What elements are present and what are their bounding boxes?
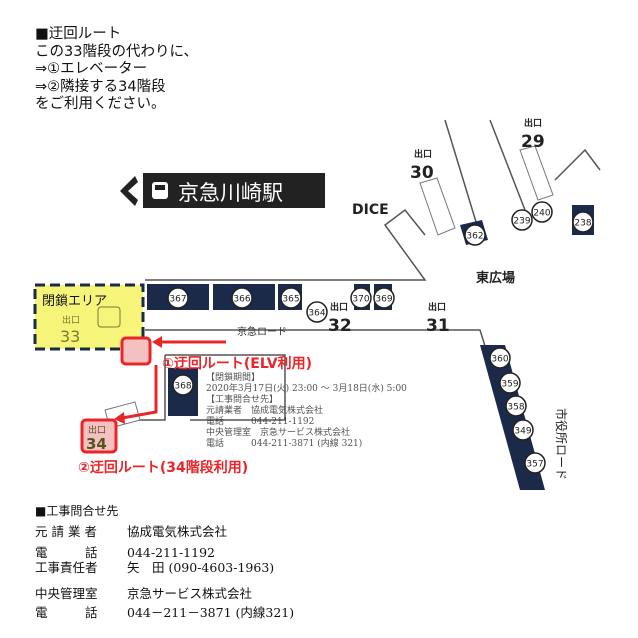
pillar-circle <box>489 347 511 369</box>
faded-contractor-label: 元請業者 <box>206 406 243 416</box>
pillar-number: 364 <box>308 309 325 319</box>
dice-label: DICE <box>352 202 389 218</box>
pillar-number: 366 <box>233 295 250 305</box>
train-icon <box>152 182 168 199</box>
pillar-number: 359 <box>501 380 518 390</box>
intro-line: ⇒②隣接する34階段 <box>35 78 166 95</box>
faded-notice: 【閉鎖期間】 2020年3月17日(火) 23:00 ～ 3月18日(水) 5:… <box>206 373 407 450</box>
svg-text:出口: 出口 <box>88 424 106 436</box>
pillar-number: 349 <box>514 427 531 437</box>
pillar-circle <box>512 419 534 441</box>
east-plaza-label: 東広場 <box>476 270 515 286</box>
faded-contact-title: 【工事問合せ先】 <box>206 395 279 405</box>
svg-text:出口: 出口 <box>414 148 432 160</box>
pillar-number: 360 <box>491 355 508 365</box>
pillar-number: 367 <box>169 295 186 305</box>
route-2-label: ②迂回ルート(34階段利用) <box>78 459 248 476</box>
left-arrow-icon <box>120 176 138 206</box>
pillar-circle <box>280 287 302 309</box>
pillar-number: 358 <box>507 403 524 413</box>
exit-34-box <box>80 418 118 454</box>
faded-phone2: 044-211-3871 (内線 321) <box>251 439 363 449</box>
exit-33: 33 <box>60 327 80 346</box>
pillar-circle <box>464 224 486 246</box>
contact-label: 中央管理室 <box>35 586 98 601</box>
faded-phone-label: 電話 <box>206 439 225 449</box>
station-banner <box>143 173 325 208</box>
intro-line: この33階段の代わりに、 <box>35 43 199 60</box>
faded-phone1: 044-211-1192 <box>251 417 315 427</box>
keikyu-road-label: 京急ロード <box>237 325 287 338</box>
city-hall-road-label: 市役所ロード <box>554 408 569 480</box>
faded-phone-label: 電話 <box>206 417 225 427</box>
pillar-number: 240 <box>533 209 550 219</box>
pillar-number: 370 <box>352 295 369 305</box>
closed-area-label: 閉鎖エリア <box>42 293 107 309</box>
escalator-icon <box>97 306 121 328</box>
exit-30: 30 <box>410 163 434 183</box>
contact-row: 電 話 044-211-1192 <box>35 542 215 561</box>
faded-period-title: 【閉鎖期間】 <box>206 373 261 383</box>
pillar-number: 238 <box>574 219 591 229</box>
contact-row: 中央管理室 京急サービス株式会社 <box>35 583 252 602</box>
pillar-circle <box>167 287 189 309</box>
exit-32: 32 <box>328 316 352 336</box>
pillar-circle <box>499 372 521 394</box>
detour-arrows <box>114 336 226 424</box>
pillar-circle <box>524 452 546 474</box>
exit-29: 29 <box>521 132 545 152</box>
pillar-number: 362 <box>466 232 483 242</box>
contact-heading: ■工事問合せ先 <box>35 504 119 518</box>
station-name: 京急川崎駅 <box>178 181 283 205</box>
contact-value: 044－211－3871 (内線321) <box>127 605 295 620</box>
pillar-number: 239 <box>513 217 530 227</box>
exit-31: 31 <box>426 316 450 336</box>
contact-label: 工事責任者 <box>35 560 98 575</box>
faded-office-label: 中央管理室 <box>206 428 252 438</box>
contact-label: 元 請 業 者 <box>35 524 97 539</box>
contact-label: 電 話 <box>35 545 98 560</box>
contact-row: 元 請 業 者 協成電気株式会社 <box>35 521 227 540</box>
pillar-circle <box>505 395 527 417</box>
contact-value: 京急サービス株式会社 <box>127 586 253 601</box>
contact-row: 電 話 044－211－3871 (内線321) <box>35 602 294 621</box>
contact-label: 電 話 <box>35 605 98 620</box>
faded-period: 2020年3月17日(火) 23:00 ～ 3月18日(水) 5:00 <box>206 384 407 394</box>
pillar-number: 357 <box>526 460 543 470</box>
detour-intro: ■迂回ルート この33階段の代わりに、 ⇒①エレベーター ⇒②隣接する34階段 … <box>35 26 198 114</box>
pillar-number: 365 <box>282 295 299 305</box>
contact-value: 044-211-1192 <box>127 545 215 560</box>
pillar-circle <box>231 287 253 309</box>
elevator-icon <box>120 336 152 366</box>
svg-text:出口: 出口 <box>524 117 542 129</box>
exit-34: 34 <box>86 435 107 453</box>
faded-office: 京急サービス株式会社 <box>260 428 351 438</box>
pillar-number: 369 <box>375 295 392 305</box>
pillar-circle <box>350 287 372 309</box>
faded-contractor: 協成電気株式会社 <box>251 406 324 416</box>
svg-text:出口: 出口 <box>62 314 80 326</box>
pillar-circle <box>531 201 553 223</box>
pillar-number: 368 <box>174 382 191 392</box>
exit-labels: 出口 30 出口 29 出口 31 出口 32 <box>328 117 545 336</box>
svg-text:市役所ロード: 市役所ロード <box>554 408 569 480</box>
contact-value: 協成電気株式会社 <box>127 524 228 539</box>
contact-value: 矢 田 (090-4603-1963) <box>127 560 275 575</box>
pillar-circle <box>306 301 328 323</box>
pillar-circle <box>511 209 533 231</box>
pillar-circle <box>172 374 194 396</box>
svg-text:出口: 出口 <box>330 301 348 313</box>
pillar-circle <box>572 211 594 233</box>
intro-line: ⇒①エレベーター <box>35 61 148 77</box>
pillar-circle <box>373 287 395 309</box>
contact-row: 工事責任者 矢 田 (090-4603-1963) <box>35 557 274 576</box>
intro-heading: ■迂回ルート <box>35 26 122 42</box>
svg-text:出口: 出口 <box>428 301 446 313</box>
route-1-label: ①迂回ルート(ELV利用) <box>162 355 312 372</box>
intro-line: をご利用ください。 <box>35 96 166 112</box>
